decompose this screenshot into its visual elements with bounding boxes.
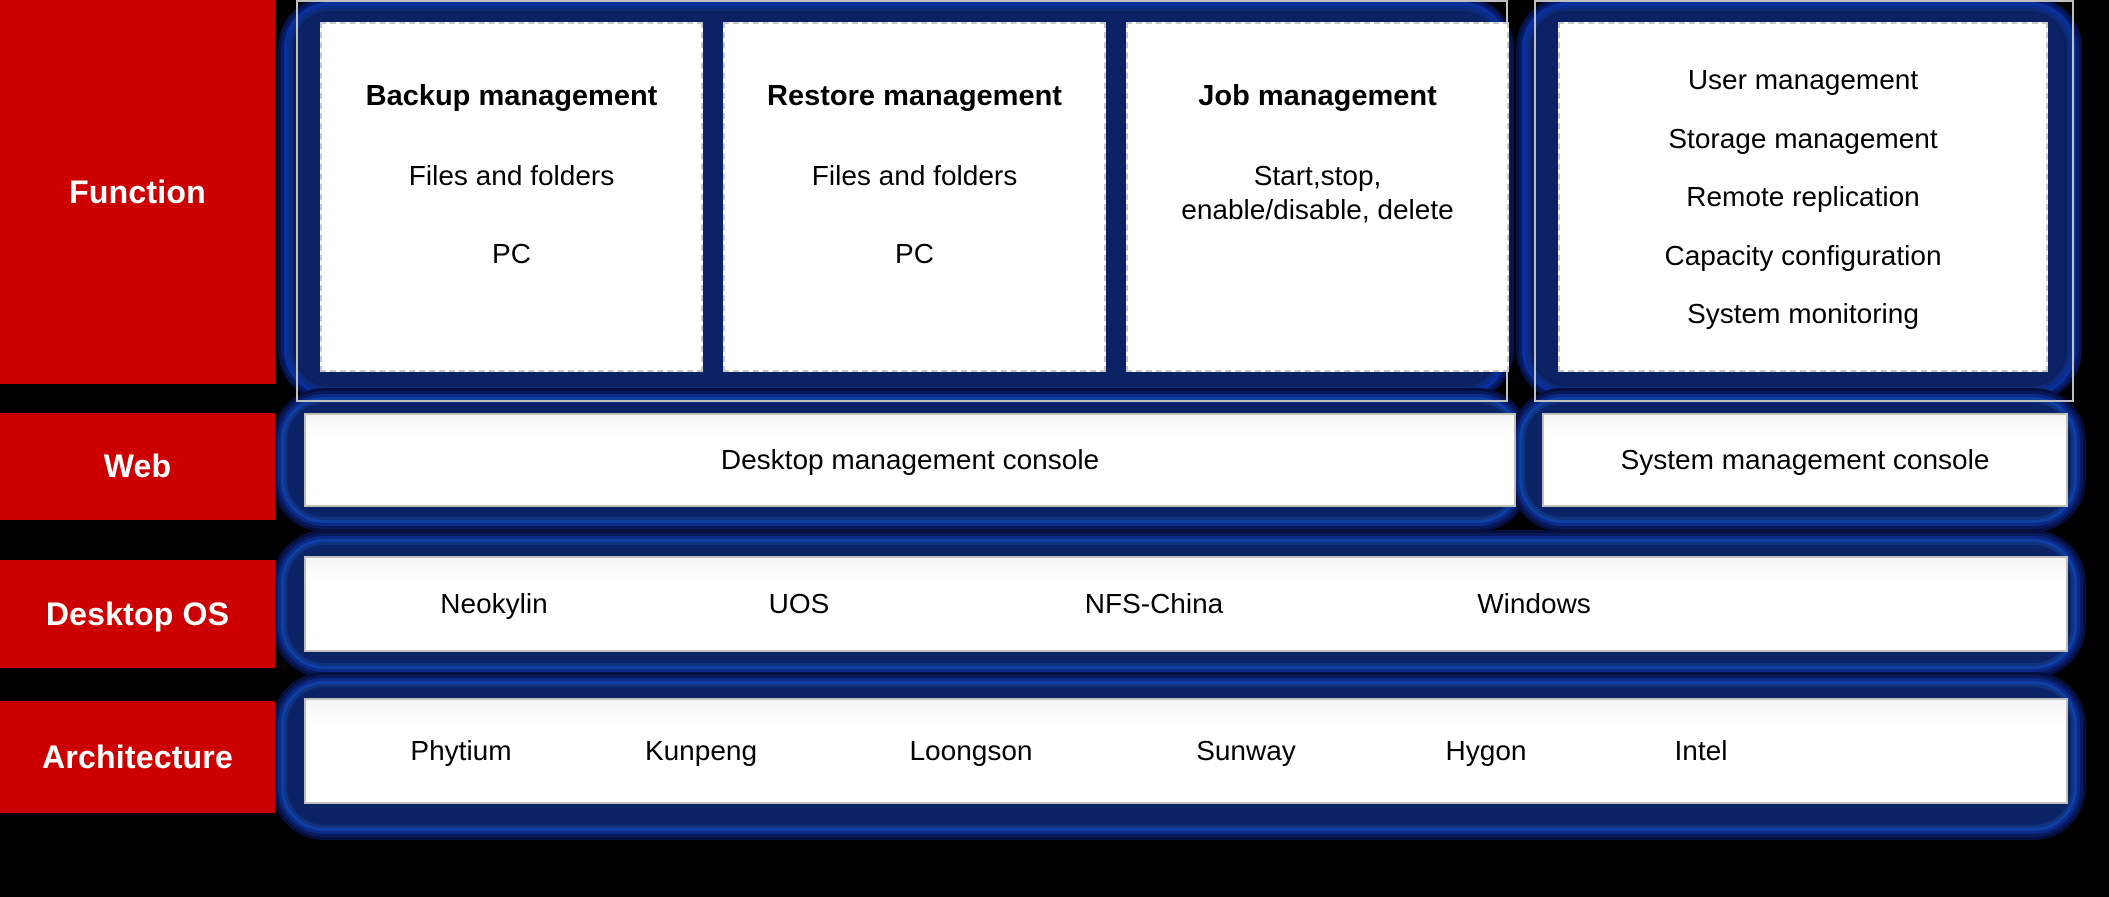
card-actions-job-line-2: enable/disable, delete [1181,193,1454,225]
architecture-item-loongson[interactable]: Loongson [909,735,1033,766]
card-actions-job-line-1: Start,stop, [1253,160,1382,192]
architecture-item-phytium[interactable]: Phytium [410,735,512,766]
card-title-backup: Backup management [365,80,658,112]
function-card-backup-management[interactable]: Backup management Files and folders PC [320,22,703,372]
card-target-backup: PC [492,237,531,269]
layer-label-architecture: Architecture [0,701,275,813]
layer-label-architecture-text: Architecture [42,738,233,775]
layer-label-function: Function [0,0,275,384]
system-item-storage-management: Storage management [1668,122,1938,154]
layer-label-function-text: Function [69,173,206,210]
layer-label-web-text: Web [103,448,172,484]
layer-label-web: Web [0,413,275,520]
web-panel-system-management-console[interactable]: System management console [1542,413,2068,507]
architecture-item-row: Phytium Kunpeng Loongson Sunway Hygon In… [306,735,2066,767]
desktop-os-item-windows[interactable]: Windows [1477,588,1591,619]
desktop-os-item-row: Neokylin UOS NFS-China Windows [306,588,2066,620]
desktop-os-item-uos[interactable]: UOS [768,588,830,619]
architecture-item-sunway[interactable]: Sunway [1196,735,1296,766]
system-item-user-management: User management [1687,64,1919,95]
layer-label-desktop-os-text: Desktop OS [45,595,230,632]
function-card-restore-management[interactable]: Restore management Files and folders PC [723,22,1106,372]
architecture-item-hygon[interactable]: Hygon [1445,735,1527,766]
card-scope-restore: Files and folders [811,160,1018,192]
system-item-capacity-configuration: Capacity configuration [1664,239,1942,271]
web-panel-desktop-management-console[interactable]: Desktop management console [304,413,1516,507]
card-title-restore: Restore management [767,80,1062,112]
desktop-os-item-neokylin[interactable]: Neokylin [440,588,548,619]
architecture-panel: Phytium Kunpeng Loongson Sunway Hygon In… [304,698,2068,804]
system-management-console-label: System management console [1620,444,1990,475]
architecture-item-intel[interactable]: Intel [1674,735,1728,766]
function-card-job-management[interactable]: Job management Start,stop, enable/disabl… [1126,22,1509,372]
desktop-os-item-nfs-china[interactable]: NFS-China [1084,588,1224,619]
system-item-remote-replication: Remote replication [1686,181,1920,213]
system-item-system-monitoring: System monitoring [1687,298,1919,330]
card-title-job: Job management [1198,80,1437,112]
layer-label-desktop-os: Desktop OS [0,560,275,668]
desktop-management-console-label: Desktop management console [720,444,1100,475]
card-scope-backup: Files and folders [408,160,615,192]
card-target-restore: PC [895,237,934,269]
architecture-item-kunpeng[interactable]: Kunpeng [644,735,758,766]
function-card-system-management[interactable]: User management Storage management Remot… [1558,22,2048,372]
desktop-os-panel: Neokylin UOS NFS-China Windows [304,556,2068,652]
